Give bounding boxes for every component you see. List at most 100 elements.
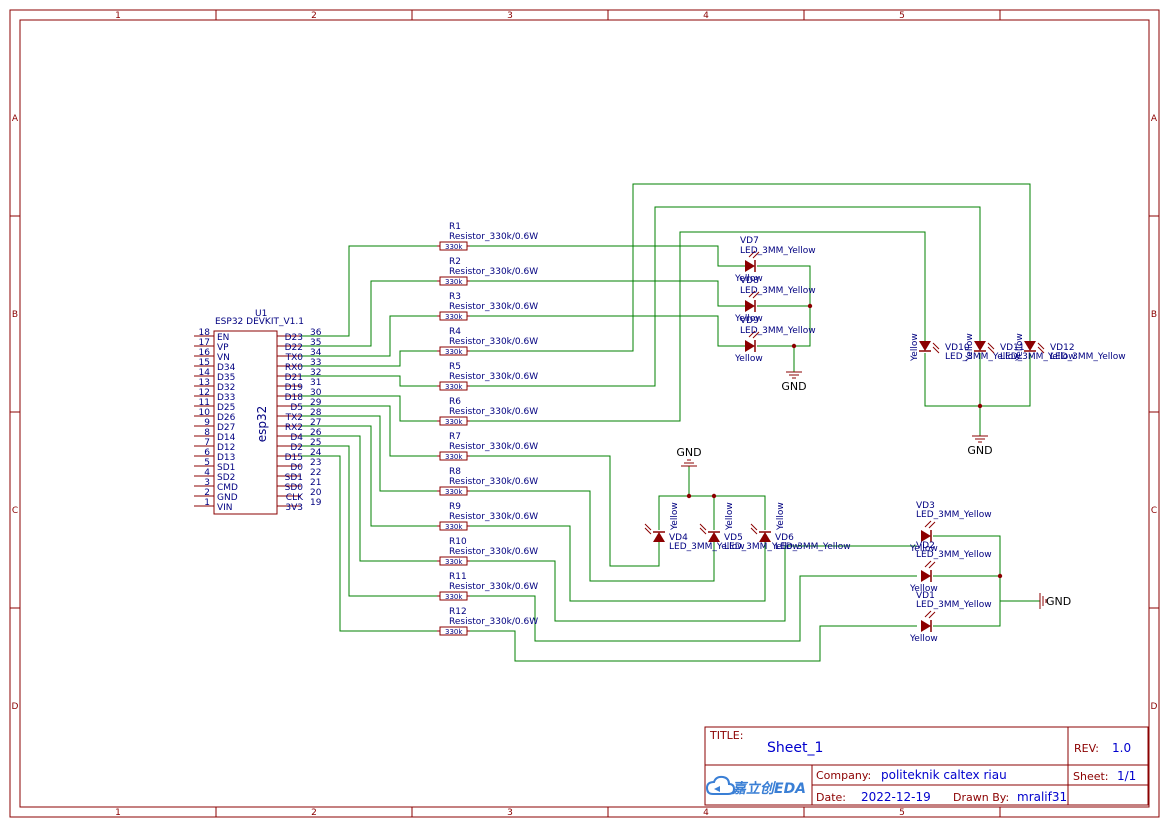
pin-number: 6 — [204, 448, 210, 458]
led-value: LED_3MM_Yellow — [916, 550, 992, 560]
resistor-value: Resistor_330k/0.6W — [449, 617, 538, 627]
pin-name: D32 — [217, 383, 235, 393]
pin-number: 22 — [310, 468, 321, 478]
led-triangle — [919, 341, 931, 351]
wire — [301, 350, 437, 367]
pin-number: 7 — [204, 438, 210, 448]
wire — [470, 490, 715, 582]
led-emission-arrow — [748, 250, 756, 258]
resistor-value: Resistor_330k/0.6W — [449, 477, 538, 487]
resistor-value: Resistor_330k/0.6W — [449, 442, 538, 452]
led-emission-arrow — [644, 527, 652, 535]
pin-name: D33 — [217, 393, 235, 403]
led-emission-arrow — [932, 342, 940, 350]
led-emission-arrow — [752, 331, 760, 339]
resistor-ref: R6 — [449, 397, 461, 407]
led-emission-arrow — [987, 342, 995, 350]
pin-number: 11 — [199, 398, 210, 408]
wire — [924, 353, 1031, 407]
led-triangle — [745, 340, 755, 352]
gnd-symbol: GND — [676, 446, 702, 467]
row-label-left: A — [12, 114, 19, 124]
led-emission-arrow — [699, 523, 707, 531]
pin-name: RX0 — [285, 363, 303, 373]
resistor-body-label: 330k — [445, 348, 463, 356]
led-color: Yellow — [725, 502, 735, 531]
led-ref: VD6 — [775, 533, 794, 543]
resistor-value: Resistor_330k/0.6W — [449, 302, 538, 312]
pin-name: SD1 — [217, 463, 235, 473]
led-emission-arrow — [1037, 346, 1045, 354]
led-emission-arrow — [752, 291, 760, 299]
pin-number: 12 — [199, 388, 210, 398]
pin-number: 29 — [310, 398, 322, 408]
rev-label: REV: — [1074, 742, 1099, 755]
cloud-logo-icon — [705, 775, 736, 795]
resistor-ref: R7 — [449, 432, 461, 442]
leds: VD7LED_3MM_YellowYellowVD8LED_3MM_Yellow… — [644, 236, 1126, 644]
resistor-body-label: 330k — [445, 523, 463, 531]
resistors: 330kR1Resistor_330k/0.6W330kR2Resistor_3… — [437, 222, 538, 636]
pin-name: D15 — [285, 453, 303, 463]
pin-number: 28 — [310, 408, 322, 418]
pin-name: 3V3 — [285, 503, 303, 513]
pin-number: 14 — [199, 368, 211, 378]
wires — [301, 183, 1040, 662]
pin-name: RX2 — [285, 423, 303, 433]
wire — [470, 625, 917, 662]
led-color: Yellow — [776, 502, 786, 531]
led-ref: VD9 — [740, 316, 759, 326]
title-block: TITLE: Sheet_1 REV: 1.0 Company: politek… — [704, 726, 1149, 806]
row-label-right: C — [1151, 506, 1157, 516]
led-emission-arrow — [752, 251, 760, 259]
led-ref: VD2 — [916, 541, 935, 551]
wire — [470, 575, 917, 642]
column-label-top: 4 — [703, 11, 709, 21]
resistor-value: Resistor_330k/0.6W — [449, 512, 538, 522]
wire — [301, 405, 437, 457]
led-color: Yellow — [910, 333, 920, 362]
pin-number: 8 — [204, 428, 210, 438]
pin-number: 26 — [310, 428, 322, 438]
resistor-value: Resistor_330k/0.6W — [449, 582, 538, 592]
wire — [470, 455, 660, 567]
led-ref: VD7 — [740, 236, 759, 246]
esp32-value: ESP32 DEVKIT_V1.1 — [215, 317, 304, 327]
pin-name: EN — [217, 333, 229, 343]
pin-name: D26 — [217, 413, 236, 423]
pin-name: D25 — [217, 403, 235, 413]
inner-border — [19, 19, 1150, 808]
drawn-by-value: mralif31 — [1017, 790, 1067, 804]
column-label-top: 3 — [507, 11, 513, 21]
resistor-value: Resistor_330k/0.6W — [449, 372, 538, 382]
resistor-value: Resistor_330k/0.6W — [449, 337, 538, 347]
company-value: politeknik caltex riau — [881, 768, 1007, 782]
gnd-label: GND — [1046, 595, 1071, 608]
led-emission-arrow — [699, 527, 707, 535]
outer-border — [9, 9, 1160, 818]
wire — [301, 425, 437, 527]
pin-number: 5 — [204, 458, 210, 468]
resistor-body-label: 330k — [445, 243, 463, 251]
led-color: Yellow — [909, 634, 938, 644]
led-color: Yellow — [670, 502, 680, 531]
pin-number: 3 — [204, 478, 210, 488]
column-label-bottom: 1 — [115, 808, 121, 818]
pin-number: 34 — [310, 348, 322, 358]
pin-number: 36 — [310, 328, 322, 338]
pin-number: 25 — [310, 438, 321, 448]
pin-number: 18 — [199, 328, 211, 338]
resistor-body-label: 330k — [445, 558, 463, 566]
pin-name: GND — [217, 493, 238, 503]
pin-name: D22 — [285, 343, 303, 353]
led-emission-arrow — [924, 610, 932, 618]
pin-name: D5 — [290, 403, 303, 413]
junction-dot — [711, 493, 717, 499]
gnd-label: GND — [781, 380, 806, 393]
